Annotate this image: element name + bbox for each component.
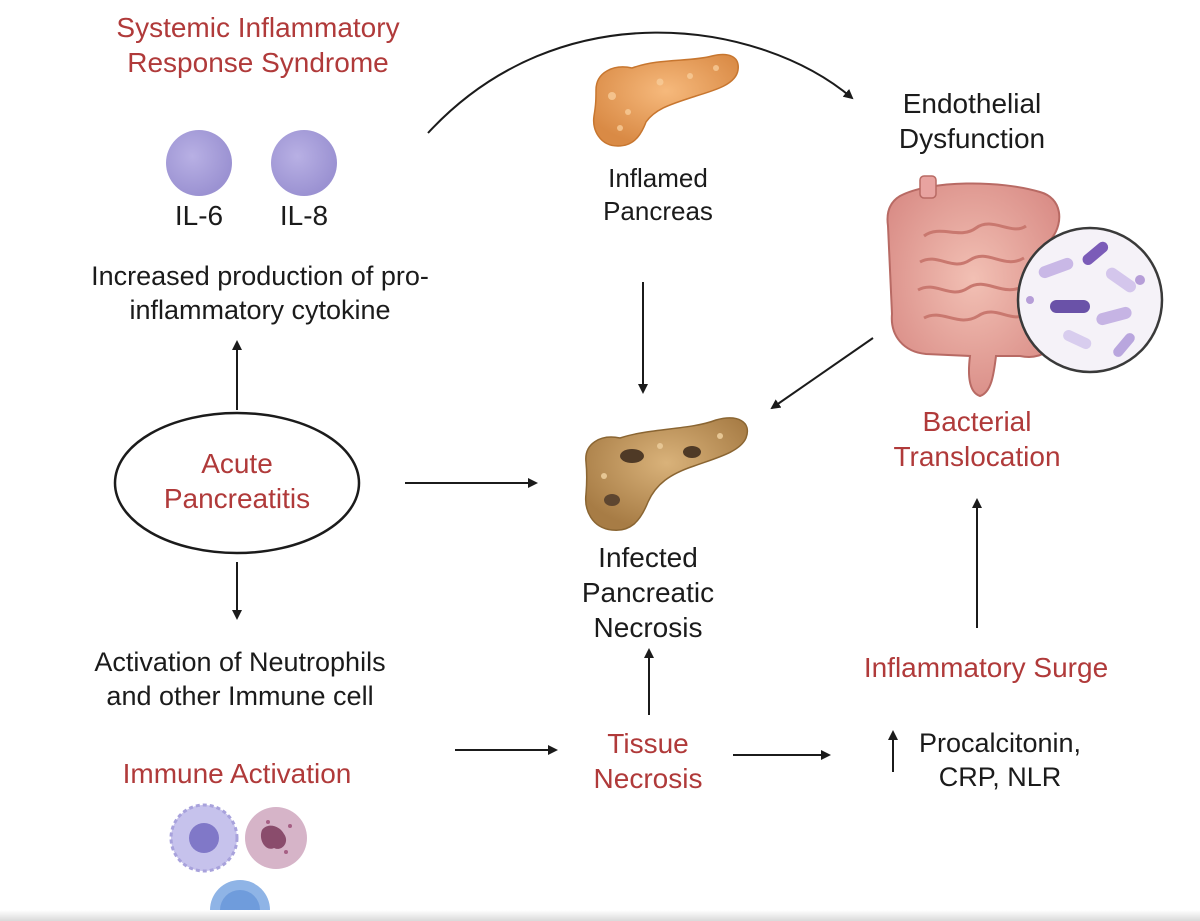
infected-necrosis-line1: Infected bbox=[598, 542, 698, 573]
infected-necrosis-line2: Pancreatic bbox=[581, 577, 715, 608]
endothelial-line1: Endothelial bbox=[902, 88, 1042, 119]
markers-line2: CRP, NLR bbox=[938, 761, 1062, 792]
immune-activation-label: Immune Activation bbox=[122, 758, 352, 789]
tissue-necrosis-label: Tissue Necrosis bbox=[548, 726, 748, 796]
intestine-icon bbox=[886, 175, 1061, 398]
il8-cytokine-icon bbox=[271, 130, 337, 196]
neutrophils-text: Activation of Neutrophils and other Immu… bbox=[40, 646, 440, 714]
immune-cell-icon bbox=[169, 803, 307, 921]
acute-pancreatitis-label: Acute Pancreatitis bbox=[137, 446, 337, 516]
sirs-title: Systemic Inflammatory Response Syndrome bbox=[88, 10, 428, 80]
infected-necrosis-label: Infected Pancreatic Necrosis bbox=[548, 540, 748, 645]
inflammatory-surge-label: Inflammatory Surge bbox=[863, 652, 1109, 683]
bacterial-line1: Bacterial bbox=[922, 406, 1032, 437]
bacterial-line2: Translocation bbox=[893, 441, 1061, 472]
sirs-line2: Response Syndrome bbox=[127, 47, 389, 78]
acute-pancreatitis-line1: Acute bbox=[201, 448, 273, 479]
acute-pancreatitis-ellipse bbox=[113, 411, 361, 555]
sirs-line1: Systemic Inflammatory bbox=[116, 12, 400, 43]
endothelial-dysfunction-label: Endothelial Dysfunction bbox=[862, 86, 1082, 156]
markers-text: Procalcitonin, CRP, NLR bbox=[900, 727, 1100, 795]
arrow-curve-to-endothelial bbox=[427, 31, 854, 134]
tissue-necrosis-line2: Necrosis bbox=[593, 763, 703, 794]
necrotic-pancreas-icon bbox=[584, 417, 749, 531]
cytokine-production-text: Increased production of pro- inflammator… bbox=[40, 260, 480, 328]
inflamed-pancreas-icon bbox=[592, 53, 739, 147]
acute-pancreatitis-line2: Pancreatitis bbox=[163, 483, 311, 514]
inflamed-pancreas-line2: Pancreas bbox=[603, 195, 713, 226]
tissue-necrosis-line1: Tissue bbox=[607, 728, 689, 759]
il6-cytokine-icon bbox=[166, 130, 232, 196]
markers-line1: Procalcitonin, bbox=[918, 728, 1082, 758]
inflamed-pancreas-line1: Inflamed bbox=[608, 163, 708, 193]
il8-label: IL-8 bbox=[279, 200, 329, 231]
arrow-diagonal-from-intestine bbox=[770, 337, 874, 410]
neutrophils-line1: Activation of Neutrophils bbox=[94, 647, 386, 677]
neutrophils-line2: and other Immune cell bbox=[106, 680, 374, 711]
endothelial-line2: Dysfunction bbox=[898, 123, 1046, 154]
infected-necrosis-line3: Necrosis bbox=[593, 612, 703, 643]
cytokine-production-line2: inflammatory cytokine bbox=[129, 294, 391, 325]
cytokine-production-line1: Increased production of pro- bbox=[91, 261, 429, 291]
il6-label: IL-6 bbox=[174, 200, 224, 231]
inflamed-pancreas-label: Inflamed Pancreas bbox=[558, 162, 758, 227]
bacteria-icon bbox=[1016, 226, 1164, 374]
bottom-edge-shadow bbox=[0, 910, 1200, 921]
bacterial-translocation-label: Bacterial Translocation bbox=[862, 404, 1092, 474]
